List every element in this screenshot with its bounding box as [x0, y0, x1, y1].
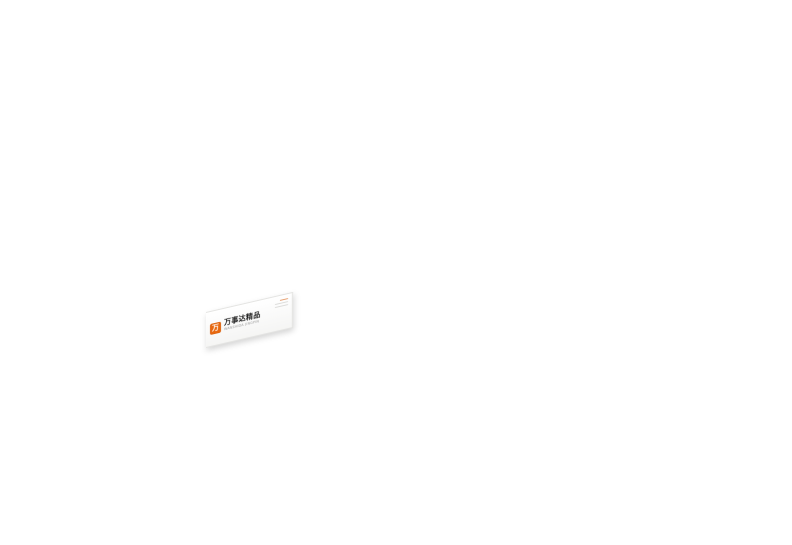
brand-title-block: 万事达精品 WANSHIDA JINGPIN: [224, 304, 288, 333]
brand-logo-icon: 万: [210, 321, 221, 335]
signboard-photo: 万 万事达精品 WANSHIDA JINGPIN: [206, 291, 293, 348]
signboard-face: 万 万事达精品 WANSHIDA JINGPIN: [206, 291, 293, 348]
